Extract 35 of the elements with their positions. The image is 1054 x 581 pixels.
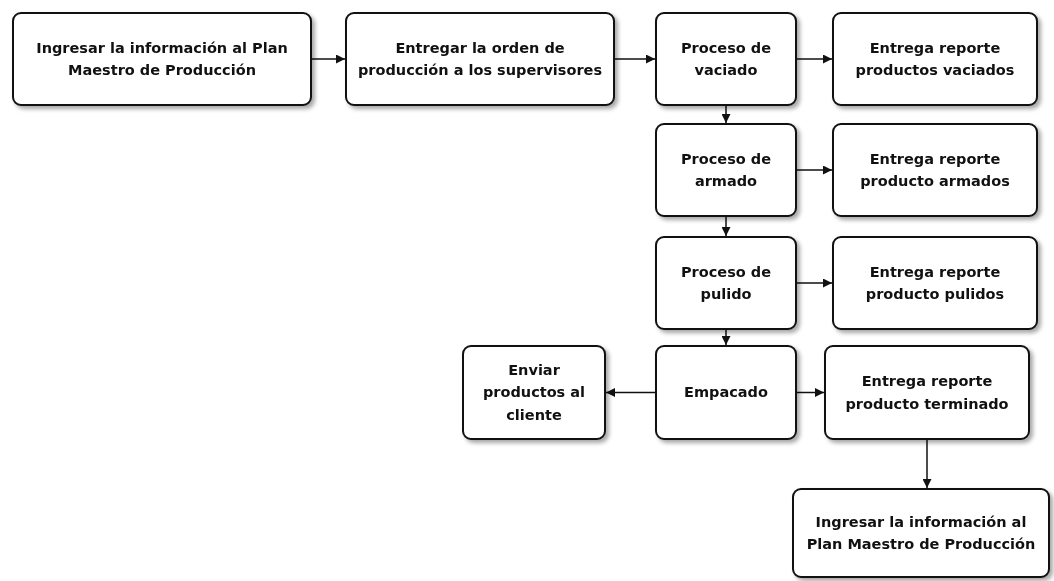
box-text: Entrega reporte producto armados (859, 149, 1011, 191)
arrow (721, 329, 731, 346)
arrow (922, 439, 932, 489)
process-box (12, 12, 312, 106)
arrow (796, 278, 833, 288)
arrow (796, 165, 833, 175)
box-text: Proceso de armado (680, 149, 772, 191)
process-box (824, 345, 1030, 440)
arrow (311, 54, 346, 64)
arrow (796, 388, 825, 397)
arrow (605, 388, 656, 397)
process-box (655, 236, 797, 330)
box-text: Enviar productos al cliente (481, 360, 587, 425)
process-box (792, 488, 1050, 578)
box-text: Entrega reporte producto pulidos (864, 262, 1006, 304)
process-box (655, 12, 797, 106)
box-text: Empacado (684, 383, 768, 403)
box-text: Proceso de vaciado (680, 38, 772, 80)
arrow (721, 105, 731, 124)
process-box (655, 123, 797, 217)
arrow (614, 54, 656, 64)
arrow (721, 216, 731, 237)
process-box (655, 345, 797, 440)
process-box (462, 345, 606, 440)
box-text: Entrega reporte producto terminado (844, 372, 1010, 414)
box-text: Proceso de pulido (680, 262, 772, 304)
process-box (832, 236, 1038, 330)
process-box (832, 12, 1038, 106)
process-box (345, 12, 615, 106)
process-box (832, 123, 1038, 217)
box-text: Ingresar la información al Plan Maestro de Producción (35, 38, 289, 80)
box-text: Entrega reporte productos vaciados (854, 38, 1016, 80)
box-text: Ingresar la información al Plan Maestro de Producción (805, 512, 1037, 554)
box-text: Entregar la orden de producción a los supervisores (356, 38, 604, 80)
arrow (796, 54, 833, 64)
